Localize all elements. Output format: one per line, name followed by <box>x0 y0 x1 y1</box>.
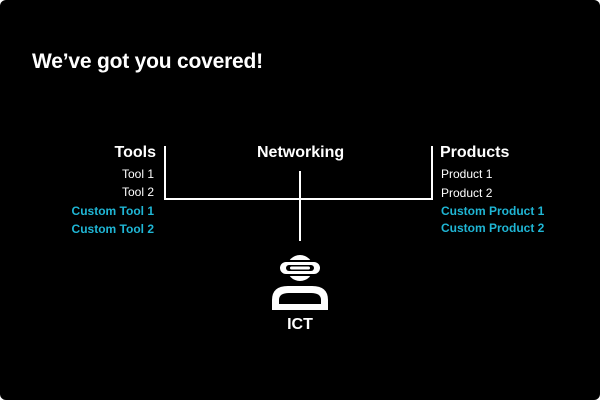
products-connector-line <box>431 146 433 200</box>
custom-tool-item-1: Custom Tool 1 <box>71 204 154 218</box>
custom-tool-item-2: Custom Tool 2 <box>71 222 154 236</box>
horizontal-connector-line <box>164 198 433 200</box>
tool-item-2: Tool 2 <box>121 185 154 199</box>
products-heading: Products <box>440 144 510 161</box>
product-item-2: Product 2 <box>441 186 493 200</box>
vr-headset-person-icon <box>272 255 328 310</box>
networking-connector-line <box>299 171 301 241</box>
page-title: We’ve got you covered! <box>32 50 263 73</box>
ict-label: ICT <box>287 316 313 333</box>
product-item-1: Product 1 <box>441 167 493 181</box>
tools-heading: Tools <box>114 144 156 161</box>
tools-connector-line <box>164 146 166 200</box>
tool-item-1: Tool 1 <box>121 167 154 181</box>
custom-product-item-1: Custom Product 1 <box>441 204 545 218</box>
custom-product-item-2: Custom Product 2 <box>441 221 545 235</box>
networking-heading: Networking <box>257 144 345 161</box>
